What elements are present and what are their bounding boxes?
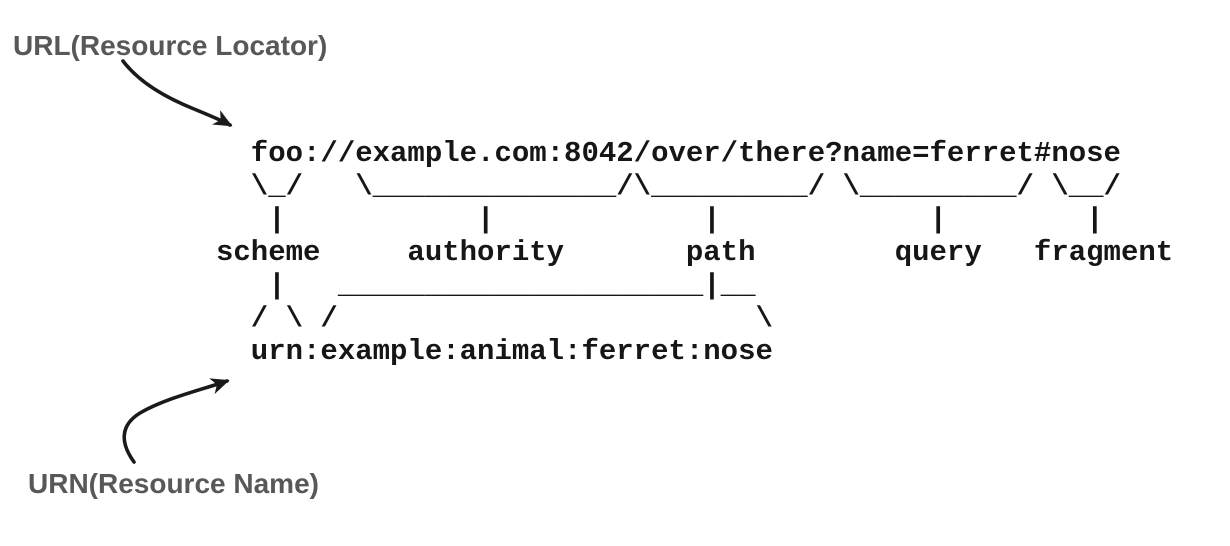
- curved-arrow-down-right-icon: [121, 59, 233, 127]
- url-label: URL(Resource Locator): [13, 30, 328, 61]
- curved-arrow-up-right-icon: [122, 378, 230, 464]
- uri-ascii-diagram: foo://example.com:8042/over/there?name=f…: [216, 137, 1174, 368]
- urn-label: URN(Resource Name): [28, 468, 319, 499]
